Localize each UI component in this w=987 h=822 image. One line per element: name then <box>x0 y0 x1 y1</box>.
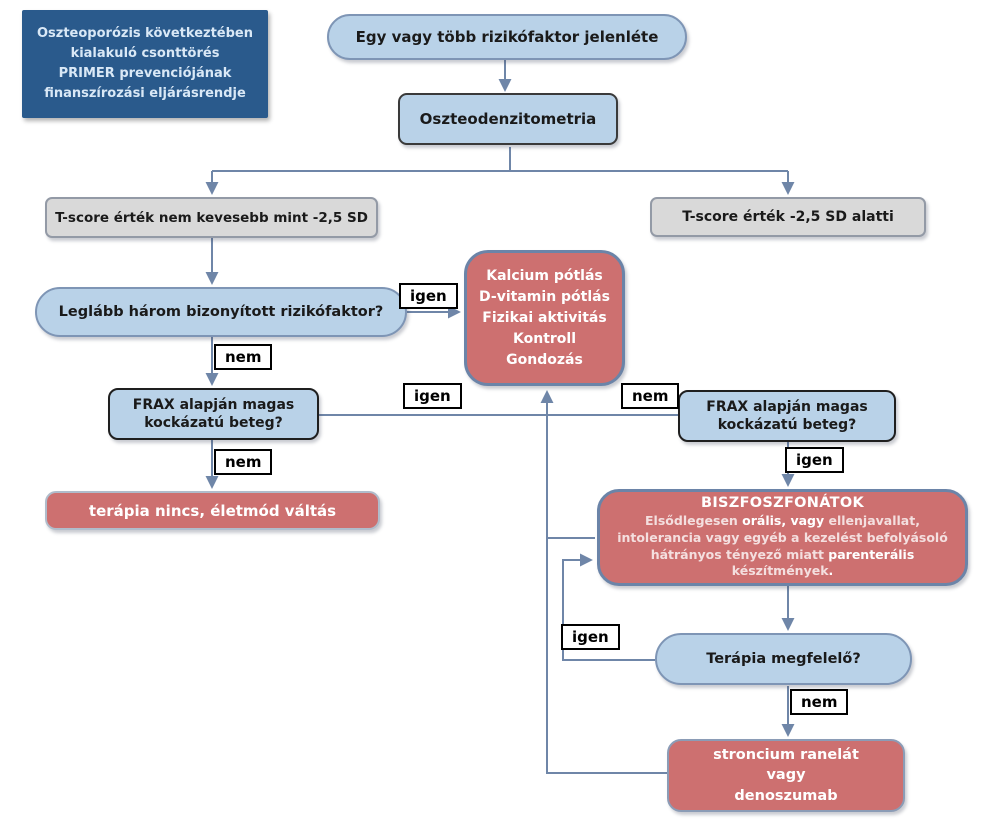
node-frax-right: FRAX alapján magas kockázatú beteg? <box>678 390 896 442</box>
diagram-title-line: PRIMER prevenciójának <box>58 66 232 81</box>
node-start: Egy vagy több rizikófaktor jelenléte <box>327 14 687 60</box>
node-risk-question: Leglább három bizonyított rizikófaktor? <box>35 287 407 337</box>
branch-label-no: nem <box>790 689 849 715</box>
strontium-line: stroncium ranelát <box>713 747 859 764</box>
branch-label-no: nem <box>214 344 273 370</box>
diagram-title-line: Oszteoporózis következtében <box>36 25 253 41</box>
branch-label-yes: igen <box>561 624 620 650</box>
diagram-title-line: finanszírozási eljárásrendje <box>44 86 246 102</box>
branch-label-yes: igen <box>785 447 844 473</box>
bisphosphonates-body: Elsődlegesen orális, vagy ellenjavallat,… <box>617 512 948 579</box>
calcium-line: D-vitamin pótlás <box>479 288 610 305</box>
node-tscore-below: T-score érték -2,5 SD alatti <box>650 197 926 237</box>
node-densitometry: Oszteodenzitometria <box>398 93 618 145</box>
calcium-line: Fizikai aktivitás <box>482 309 607 326</box>
node-bisphosphonates: BISZFOSZFONÁTOK Elsődlegesen orális, vag… <box>597 489 968 586</box>
calcium-line: Kalcium pótlás <box>486 267 603 284</box>
node-tscore-not-below: T-score érték nem kevesebb mint -2,5 SD <box>45 197 378 238</box>
diagram-title: Oszteoporózis következtében kialakuló cs… <box>22 10 268 118</box>
node-therapy-ok: Terápia megfelelő? <box>655 633 912 685</box>
branch-label-no: nem <box>621 383 680 409</box>
strontium-line: vagy <box>766 767 806 784</box>
strontium-line: denoszumab <box>734 787 838 804</box>
branch-label-no: nem <box>214 449 273 475</box>
calcium-line: Gondozás <box>506 351 583 368</box>
node-frax-left: FRAX alapján magas kockázatú beteg? <box>108 388 319 440</box>
diagram-title-line: kialakuló csonttörés <box>70 45 220 61</box>
calcium-line: Kontroll <box>513 330 576 347</box>
node-no-therapy: terápia nincs, életmód váltás <box>45 491 380 530</box>
bisphosphonates-title: BISZFOSZFONÁTOK <box>700 494 864 511</box>
branch-label-yes: igen <box>399 283 458 309</box>
node-strontium: stroncium ranelát vagy denoszumab <box>667 739 905 812</box>
node-calcium-care: Kalcium pótlás D-vitamin pótlás Fizikai … <box>464 250 625 386</box>
branch-label-yes: igen <box>403 383 462 409</box>
